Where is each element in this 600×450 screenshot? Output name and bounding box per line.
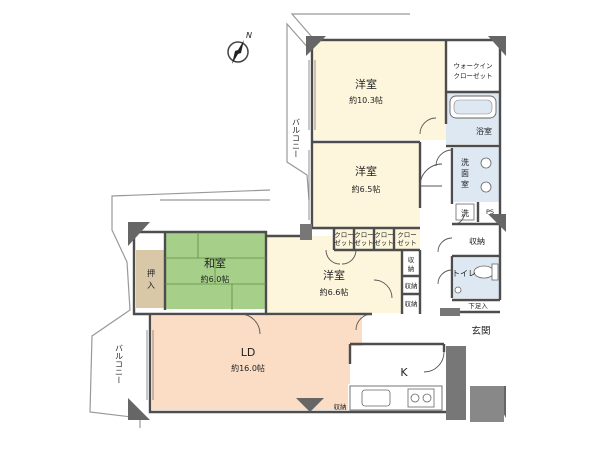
western-mid-size: 約6.5帖 [352,184,381,194]
ld-room [152,316,442,410]
closet-b [354,228,374,250]
compass-north-label: N [246,31,252,40]
closet-b-1: クロー [354,231,374,239]
tatami-lines [165,232,266,310]
sink-icon [480,157,492,193]
windows [146,60,316,400]
balcony-upper-label: バルコニー [292,118,301,158]
shoe-storage-label: 下足入 [468,302,488,310]
washer-area [454,202,476,222]
closet-d [394,228,420,250]
entrance-area [462,312,500,348]
washroom-label-3: 室 [461,179,469,189]
washroom [454,148,500,202]
ld-size: 約16.0帖 [231,363,265,373]
hall-storage [454,226,500,254]
hall-storage-label: 収納 [469,236,485,246]
entrance-label: 玄関 [471,325,490,337]
closet-a-2: ゼット [334,238,354,247]
kitchen-sink-icon [361,389,391,407]
storage-3-label: 収納 [405,299,418,308]
pillars [128,36,506,422]
closet-c-1: クロー [374,231,394,239]
western-low-name: 洋室 [323,268,345,282]
closet-b-2: ゼット [354,238,374,247]
kitchen-label: K [400,366,408,379]
washroom-label-2: 面 [461,169,469,178]
doors [239,117,465,373]
western-room-mid [314,144,420,230]
washitsu-size: 約6.0帖 [201,274,230,284]
closet-c [374,228,394,250]
western-top-size: 約10.3帖 [349,95,383,105]
washitsu-name: 和室 [204,256,226,270]
western-room-top [314,42,446,140]
ps-label: PS [486,208,494,216]
toilet-icon [454,263,499,294]
walkin-label-2: クローゼット [454,71,493,80]
washer-icon [455,203,475,221]
toilet-label: トイレ [452,269,476,278]
closet-c-2: ゼット [374,238,394,247]
closet-a [334,228,354,250]
ld-name: LD [241,346,256,359]
washitsu-room [165,231,266,309]
western-low-size: 約6.6帖 [320,287,349,297]
oshiire-label-1: 押 [147,268,155,278]
storage-1-label-1: 収 [408,256,415,264]
washroom-label-1: 洗 [461,157,469,167]
walls [132,38,502,414]
walkin-closet [446,42,500,92]
stove-icon [407,388,435,408]
closet-d-2: ゼット [397,238,417,247]
storage-1-label-2: 納 [408,264,415,273]
western-mid-name: 洋室 [355,164,377,178]
closet-d-1: クロー [397,231,417,239]
western-top-name: 洋室 [355,77,377,91]
storage-2-label: 収納 [405,281,418,290]
balcony-lower-label: バルコニー [115,344,124,384]
kitchen-storage-label: 収納 [334,402,347,411]
compass-icon [227,40,249,64]
walkin-label-1: ウォークイン [454,62,493,70]
balcony-outline [89,13,410,428]
oshiire [136,250,165,308]
washer-label: 洗 [461,208,469,218]
bath-label: 浴室 [476,126,492,136]
closet-a-1: クロー [334,231,354,239]
oshiire-label-2: 入 [147,281,155,290]
western-room-low [266,236,402,313]
